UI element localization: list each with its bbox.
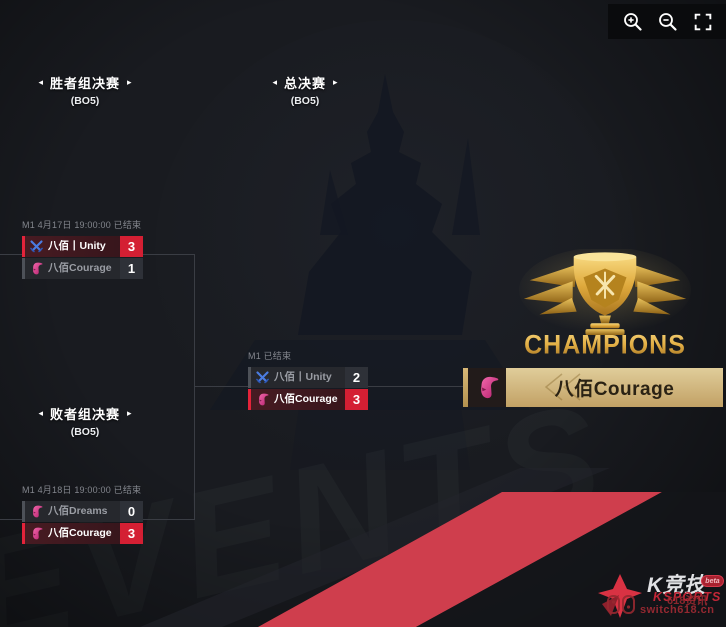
team-name: 八佰丨Unity — [274, 371, 332, 383]
champion-team-name: 八佰Courage — [554, 379, 675, 400]
chevron-pattern — [544, 373, 581, 401]
team-row[interactable]: 八佰Dreams 0 — [22, 501, 143, 522]
zoom-in-button[interactable] — [620, 9, 646, 35]
team-score: 0 — [120, 501, 143, 522]
match-header: M1 4月18日 19:00:00 已结束 — [22, 485, 142, 495]
match-header: M1 4月17日 19:00:00 已结束 — [22, 220, 142, 230]
team-row[interactable]: 八佰Courage 1 — [22, 258, 143, 279]
pink-spartan-helmet-icon — [258, 393, 269, 406]
round-format: (BO5) — [290, 95, 320, 107]
team-name: 八佰丨Unity — [48, 240, 106, 252]
champion-banner: 八佰Courage — [506, 368, 723, 407]
beta-badge: beta — [701, 575, 724, 587]
trophy-wings — [523, 264, 687, 315]
prev-round-arrow[interactable]: ◂ — [38, 77, 43, 87]
ksports-logo-icon — [598, 574, 642, 618]
team-row[interactable]: 八佰Courage 3 — [248, 389, 368, 410]
trophy-k-emblem — [594, 271, 616, 299]
brand-name-cn: K竞技 — [647, 574, 706, 597]
team-name: 八佰Courage — [274, 393, 338, 405]
connector-grandfinal-in — [194, 386, 248, 387]
team-score: 3 — [345, 389, 368, 410]
connector-losers-out — [143, 519, 194, 520]
round-label-losers-final: ◂ 败者组决赛 ▸ (BO5) — [15, 404, 155, 438]
team-score: 1 — [120, 258, 143, 279]
pink-spartan-helmet-icon — [32, 527, 43, 540]
brand-name-en: KSPORTS — [653, 590, 722, 604]
fullscreen-icon — [694, 13, 712, 30]
fullscreen-button[interactable] — [690, 9, 716, 35]
blue-cross-swords-icon — [256, 371, 269, 384]
round-label-grand-final: ◂ 总决赛 ▸ (BO5) — [235, 73, 375, 107]
team-score: 3 — [120, 523, 143, 544]
champion-team-logo-box — [468, 368, 506, 407]
connector-stub-losers — [0, 519, 22, 520]
zoom-out-icon — [659, 12, 677, 31]
team-name: 八佰Courage — [48, 527, 112, 539]
champions-trophy — [518, 249, 692, 336]
match-grand-final: M1 已结束 八佰丨Unity 2 八佰Courage 3 — [248, 349, 368, 411]
zoom-out-button[interactable] — [655, 9, 681, 35]
round-format: (BO5) — [70, 426, 100, 438]
blue-cross-swords-icon — [30, 240, 43, 253]
pink-spartan-helmet-icon — [32, 262, 43, 275]
viewer-controls — [608, 4, 726, 39]
next-round-arrow[interactable]: ▸ — [333, 77, 338, 87]
team-score: 2 — [345, 367, 368, 388]
next-round-arrow[interactable]: ▸ — [127, 77, 132, 87]
round-label-winners-final: ◂ 胜者组决赛 ▸ (BO5) — [15, 73, 155, 107]
trophy-cup — [573, 252, 637, 336]
connector-champion — [368, 386, 463, 387]
match-losers-final: M1 4月18日 19:00:00 已结束 八佰Dreams 0 八佰Coura… — [22, 483, 143, 545]
team-name: 八佰Dreams — [48, 505, 108, 517]
zoom-in-icon — [624, 12, 642, 31]
champion-banner-accent — [463, 368, 468, 407]
round-title: 胜者组决赛 — [49, 76, 120, 91]
gray-diagonal-band — [140, 468, 610, 627]
round-format: (BO5) — [70, 95, 100, 107]
pink-spartan-helmet-icon — [480, 376, 498, 399]
connector-winners-out — [143, 254, 194, 255]
match-header: M1 已结束 — [248, 351, 292, 361]
prev-round-arrow[interactable]: ◂ — [272, 77, 277, 87]
connector-stub-winners — [0, 254, 22, 255]
watermark-text: 618资讯 — [667, 595, 708, 607]
watermark-url: switch618.cn — [640, 604, 715, 616]
round-title: 败者组决赛 — [49, 407, 120, 422]
team-row[interactable]: 八佰丨Unity 3 — [22, 236, 143, 257]
team-name: 八佰Courage — [48, 262, 112, 274]
switch-joycon-icon — [607, 595, 635, 614]
pink-spartan-helmet-icon — [32, 505, 43, 518]
match-winners-final: M1 4月17日 19:00:00 已结束 八佰丨Unity 3 八佰Coura… — [22, 218, 143, 280]
round-title: 总决赛 — [283, 76, 326, 91]
team-score: 3 — [120, 236, 143, 257]
champions-title: CHAMPIONS — [504, 330, 706, 361]
team-row[interactable]: 八佰丨Unity 2 — [248, 367, 368, 388]
prev-round-arrow[interactable]: ◂ — [38, 408, 43, 418]
next-round-arrow[interactable]: ▸ — [127, 408, 132, 418]
team-row[interactable]: 八佰Courage 3 — [22, 523, 143, 544]
connector-vertical — [194, 254, 195, 520]
